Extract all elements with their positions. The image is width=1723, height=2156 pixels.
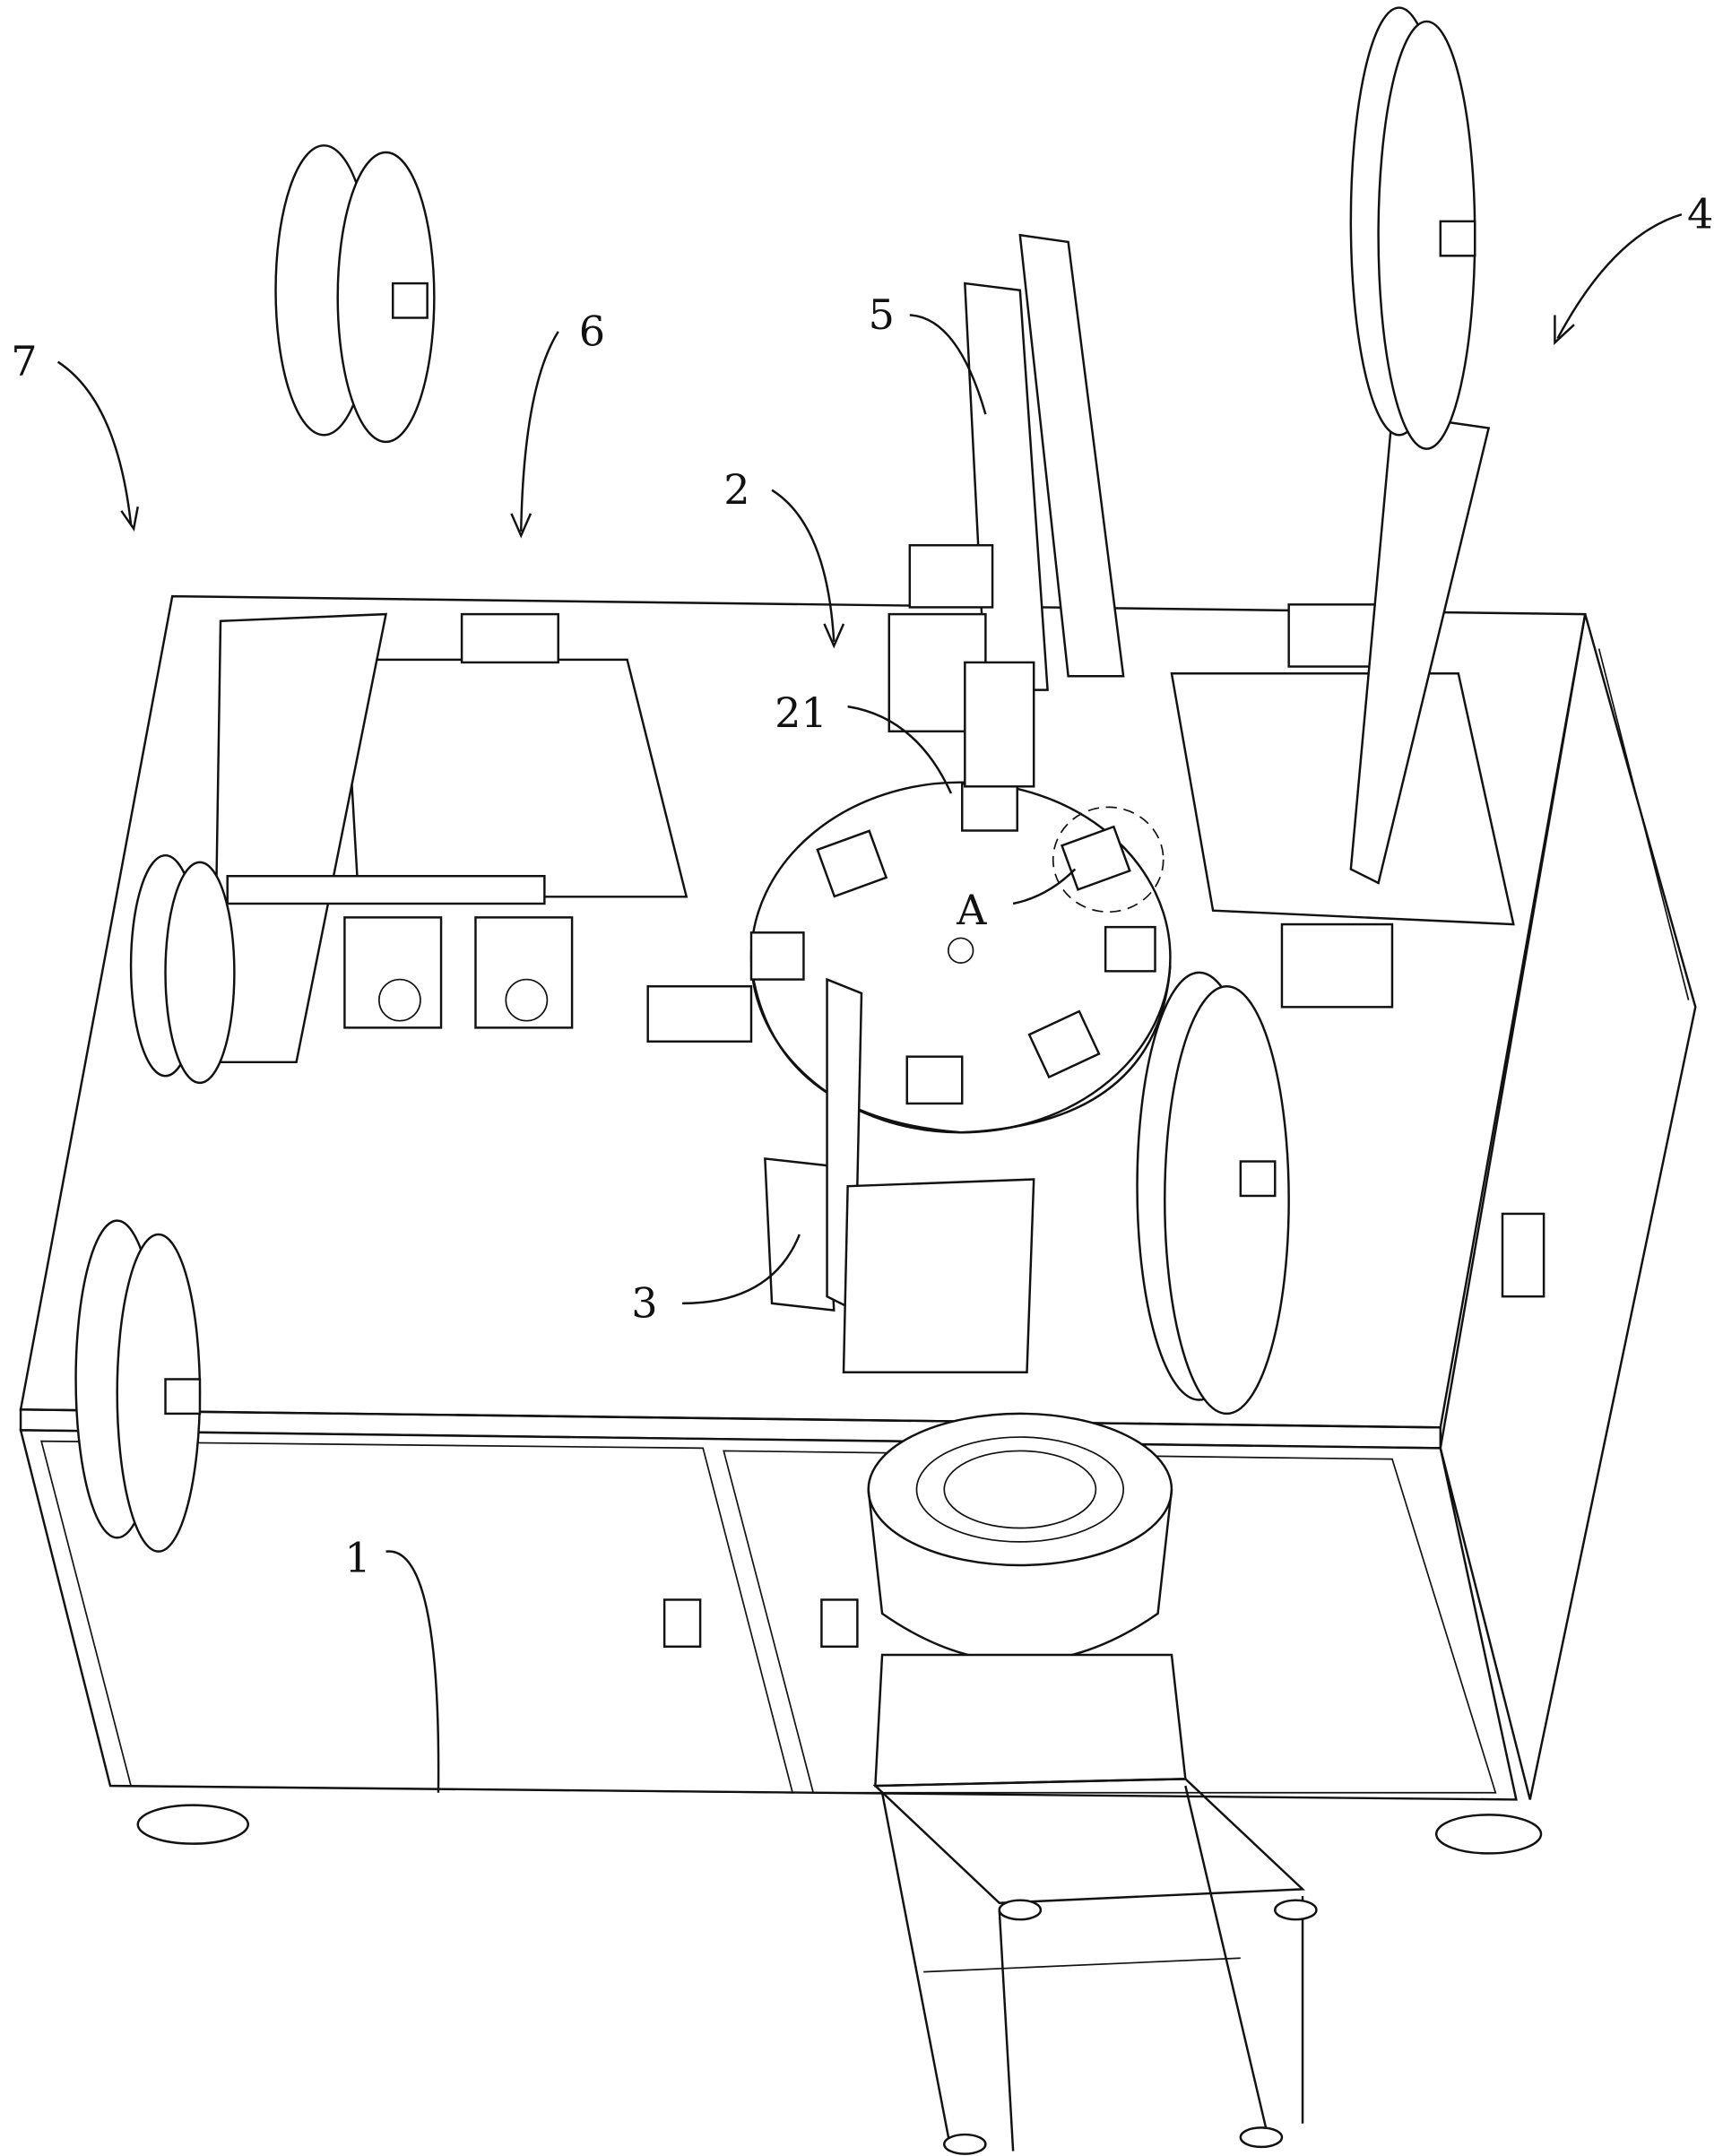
label-3: 3 <box>631 1278 657 1327</box>
label-7: 7 <box>11 337 37 385</box>
label-A: A <box>956 886 987 934</box>
label-4: 4 <box>1687 190 1713 238</box>
label-2: 2 <box>723 465 749 514</box>
label-1: 1 <box>344 1534 370 1582</box>
label-21: 21 <box>775 688 827 737</box>
label-5: 5 <box>869 290 895 339</box>
label-6: 6 <box>579 307 605 355</box>
rotary-table <box>751 783 1170 1133</box>
